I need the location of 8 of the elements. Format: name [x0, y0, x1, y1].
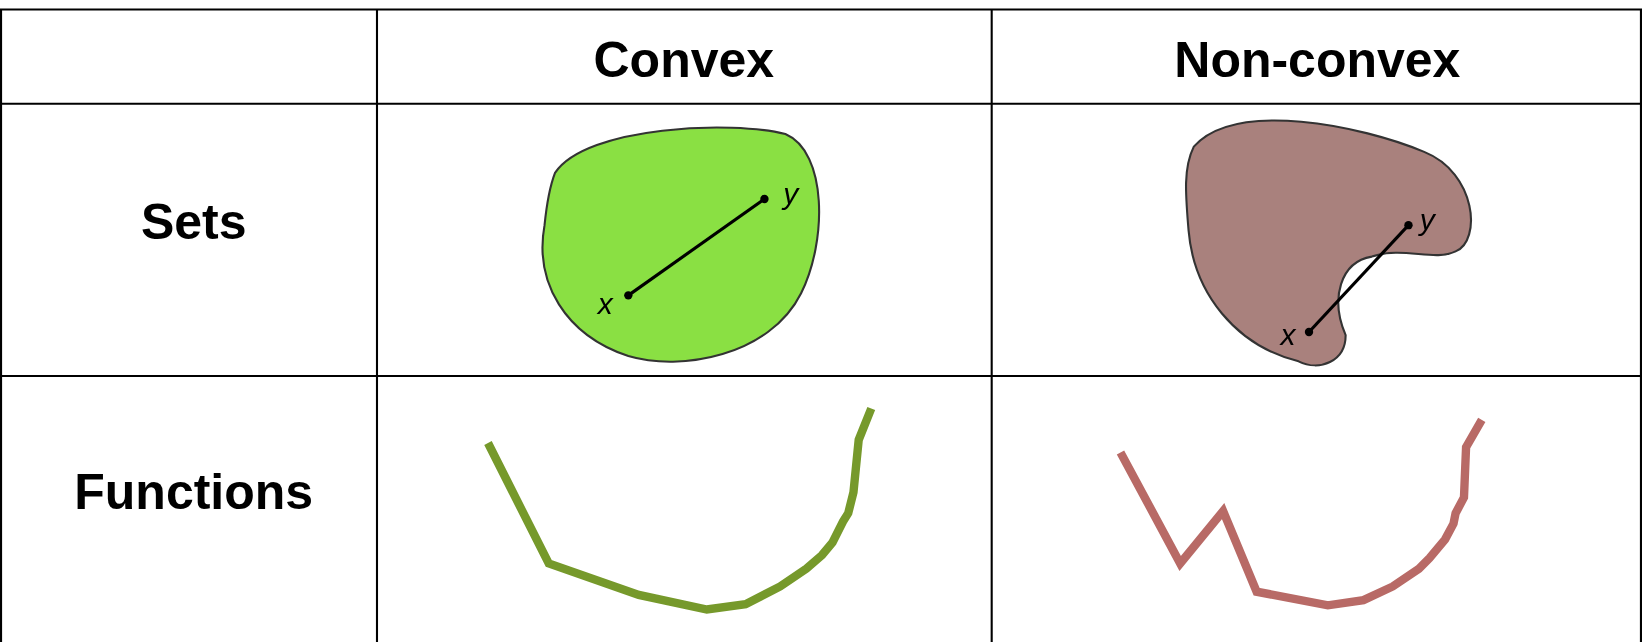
point-label: x [1280, 318, 1296, 353]
row-header: Functions [74, 463, 314, 522]
point-label: x [597, 286, 613, 321]
row-header: Sets [140, 193, 247, 251]
column-header: Non-convex [1174, 30, 1461, 89]
point-label: y [1419, 202, 1435, 237]
point-label: y [783, 176, 799, 211]
column-header: Convex [593, 30, 775, 89]
